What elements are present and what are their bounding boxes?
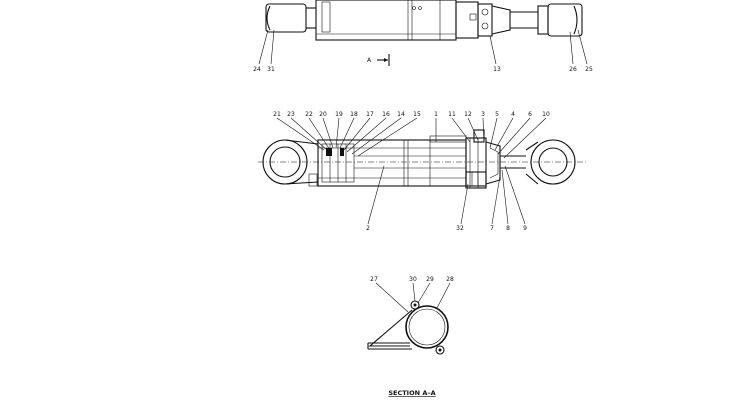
callout-16: 16 — [382, 111, 390, 118]
section-marker: A — [367, 57, 372, 64]
callout-1: 1 — [434, 111, 438, 118]
callout-4: 4 — [511, 111, 515, 118]
callout-15: 15 — [413, 111, 421, 118]
callout-29: 29 — [426, 276, 434, 283]
callout-20: 20 — [319, 111, 327, 118]
callout-3: 3 — [481, 111, 485, 118]
callout-28: 28 — [446, 276, 454, 283]
callout-22: 22 — [305, 111, 313, 118]
callout-32: 32 — [456, 225, 464, 232]
callout-17: 17 — [366, 111, 374, 118]
callout-9: 9 — [523, 225, 527, 232]
callout-11: 11 — [448, 111, 456, 118]
callout-21: 21 — [273, 111, 281, 118]
callout-30: 30 — [409, 276, 417, 283]
callout-12: 12 — [464, 111, 472, 118]
callout-6: 6 — [528, 111, 532, 118]
section-view-leaders — [375, 282, 451, 313]
callout-8: 8 — [506, 225, 510, 232]
side-view-labels: 21 23 22 20 19 18 17 16 14 15 1 11 12 3 … — [273, 111, 550, 232]
callout-27: 27 — [370, 276, 378, 283]
callout-26: 26 — [569, 66, 577, 73]
callout-18: 18 — [350, 111, 358, 118]
callout-31: 31 — [267, 66, 275, 73]
callout-10: 10 — [542, 111, 550, 118]
callout-2: 2 — [366, 225, 370, 232]
section-view-labels: 27 30 29 28 SECTION A–A — [370, 276, 454, 397]
callout-13: 13 — [493, 66, 501, 73]
top-view-cylinder — [265, 0, 583, 41]
callout-23: 23 — [287, 111, 295, 118]
top-view-labels: 24 31 13 26 25 A — [253, 57, 593, 73]
callout-5: 5 — [495, 111, 499, 118]
callout-19: 19 — [335, 111, 343, 118]
callout-25: 25 — [585, 66, 593, 73]
section-view — [367, 300, 449, 355]
section-caption: SECTION A–A — [388, 389, 435, 397]
callout-7: 7 — [490, 225, 494, 232]
side-view-cylinder — [258, 129, 588, 189]
callout-24: 24 — [253, 66, 261, 73]
top-view-leaders — [258, 29, 588, 66]
side-view-leaders — [276, 117, 547, 225]
callout-14: 14 — [397, 111, 405, 118]
